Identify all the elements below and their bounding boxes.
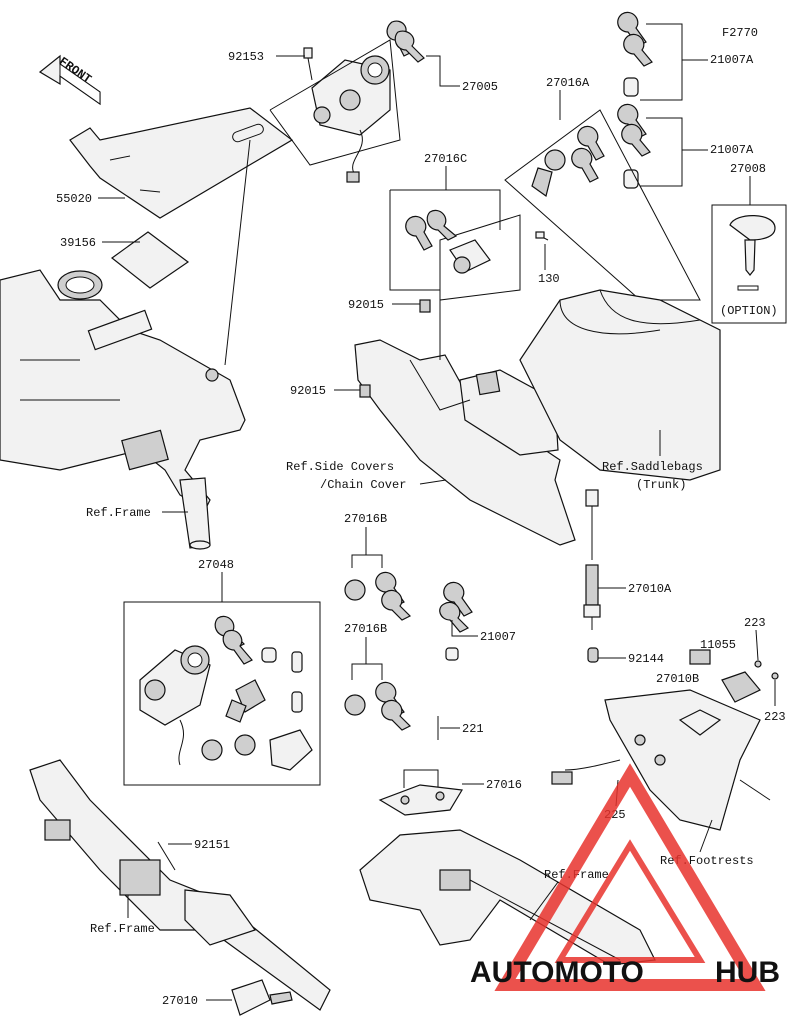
side-cover — [354, 299, 576, 546]
callout-92015-2: 92015 — [290, 384, 326, 398]
callout-labels: 92153 27005 21007A 27016A 21007A 27008 2… — [56, 50, 786, 1008]
ref-frame-bottom-left: Ref.Frame — [90, 922, 155, 936]
lock-27016B-2 — [344, 663, 412, 731]
key-set-box-27048 — [123, 601, 321, 786]
switch-27010A — [583, 489, 601, 663]
ref-trunk: (Trunk) — [636, 478, 686, 492]
callout-27016B-1: 27016B — [344, 512, 387, 526]
callout-27005: 27005 — [462, 80, 498, 94]
callout-221: 221 — [462, 722, 484, 736]
lower-frame — [359, 829, 656, 966]
callout-27016B-2: 27016B — [344, 622, 387, 636]
figure-code: F2770 — [722, 26, 758, 40]
keys-21007A-1 — [617, 11, 653, 97]
footrest-bracket — [551, 649, 779, 831]
keys-21007A-2 — [617, 103, 651, 189]
callout-27008: 27008 — [730, 162, 766, 176]
callout-39156: 39156 — [60, 236, 96, 250]
watermark-hub: HUB — [715, 956, 780, 989]
option-key-box-27008: (OPTION) — [711, 204, 787, 324]
ref-frame-top: Ref.Frame — [86, 506, 151, 520]
callout-223-1: 223 — [744, 616, 766, 630]
callout-27010: 27010 — [162, 994, 198, 1008]
bracket-27016 — [378, 716, 463, 816]
callout-92015-1: 92015 — [348, 298, 384, 312]
front-arrow: FRONT — [38, 54, 101, 106]
bracket-27005 — [269, 39, 401, 166]
option-label: (OPTION) — [720, 304, 778, 318]
callout-92151: 92151 — [194, 838, 230, 852]
callout-27010A: 27010A — [628, 582, 672, 596]
key-21007 — [439, 581, 478, 661]
callout-27016A: 27016A — [546, 76, 590, 90]
lock-27016B-1 — [344, 554, 412, 621]
callout-11055: 11055 — [700, 638, 736, 652]
key-27005 — [386, 20, 425, 63]
callout-130: 130 — [538, 272, 560, 286]
ignition-switch-27005 — [303, 47, 391, 183]
callout-55020: 55020 — [56, 192, 92, 206]
lock-27016A — [504, 109, 701, 301]
pad-39156 — [111, 231, 190, 289]
frame-head — [0, 269, 246, 550]
callout-92153: 92153 — [228, 50, 264, 64]
callout-223-2: 223 — [764, 710, 786, 724]
ref-side-covers: Ref.Side Covers — [286, 460, 394, 474]
ref-saddlebags: Ref.Saddlebags — [602, 460, 703, 474]
callout-27016C: 27016C — [424, 152, 467, 166]
callout-27016: 27016 — [486, 778, 522, 792]
saddlebag — [519, 289, 721, 481]
reference-labels: Ref.Side Covers /Chain Cover Ref.Saddleb… — [86, 430, 754, 936]
ref-chain-cover: /Chain Cover — [320, 478, 406, 492]
watermark-automoto: AUTOMOTO — [470, 956, 644, 989]
callout-27048: 27048 — [198, 558, 234, 572]
callout-27010B: 27010B — [656, 672, 699, 686]
callout-21007A-1: 21007A — [710, 53, 754, 67]
lock-set-27016C — [389, 189, 549, 301]
watermark: AUTOMOTO HUB — [470, 763, 780, 991]
callout-21007: 21007 — [480, 630, 516, 644]
lower-frame-left — [29, 759, 331, 1016]
callout-21007A-2: 21007A — [710, 143, 754, 157]
gasket-55020 — [69, 107, 294, 366]
callout-92144: 92144 — [628, 652, 664, 666]
